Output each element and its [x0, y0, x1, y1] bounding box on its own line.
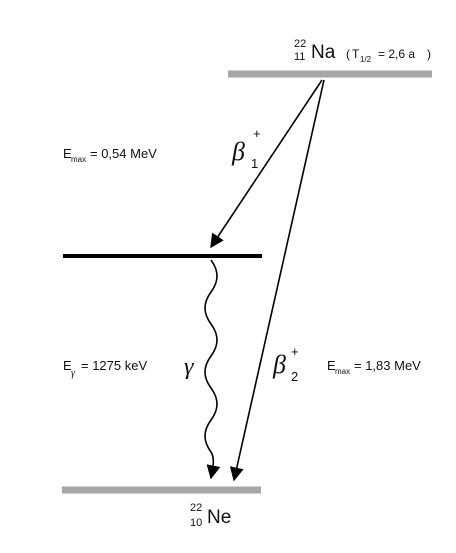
beta2-superscript: +	[291, 344, 299, 359]
beta1-energy-value: = 0,54 MeV	[90, 146, 157, 161]
daughter-symbol: Ne	[207, 507, 231, 528]
beta1-subscript: 1	[251, 156, 258, 171]
beta2-subscript: 2	[291, 369, 298, 384]
daughter-mass-number: 22	[190, 502, 202, 514]
half-life-subscript: 1/2	[360, 55, 372, 64]
gamma-energy-value: = 1275 keV	[81, 358, 147, 373]
half-life-symbol: T	[352, 47, 360, 61]
half-life-paren-open: (	[346, 47, 350, 61]
beta1-energy-subscript: max	[71, 155, 86, 164]
beta1-superscript: +	[253, 126, 261, 141]
gamma-energy-subscript: γ	[71, 368, 76, 379]
gamma-energy-prefix: E	[63, 358, 72, 373]
parent-mass-number: 22	[294, 38, 306, 50]
gamma-symbol: γ	[184, 354, 194, 380]
parent-atomic-number: 11	[294, 51, 305, 63]
gamma-wavy-arrow	[204, 259, 221, 480]
daughter-atomic-number: 10	[190, 517, 202, 529]
beta1-arrow	[210, 79, 323, 249]
parent-symbol: Na	[311, 42, 336, 63]
half-life-value: = 2,6 a	[378, 47, 415, 61]
beta2-energy-prefix: E	[327, 358, 336, 373]
beta2-energy-subscript: max	[335, 367, 350, 376]
beta2-symbol: β	[272, 350, 286, 379]
beta2-energy-value: = 1,83 MeV	[354, 358, 421, 373]
beta2-arrow	[229, 79, 325, 482]
beta1-energy-prefix: E	[63, 146, 72, 161]
beta1-symbol: β	[231, 137, 245, 166]
half-life-paren-close: )	[427, 47, 431, 61]
